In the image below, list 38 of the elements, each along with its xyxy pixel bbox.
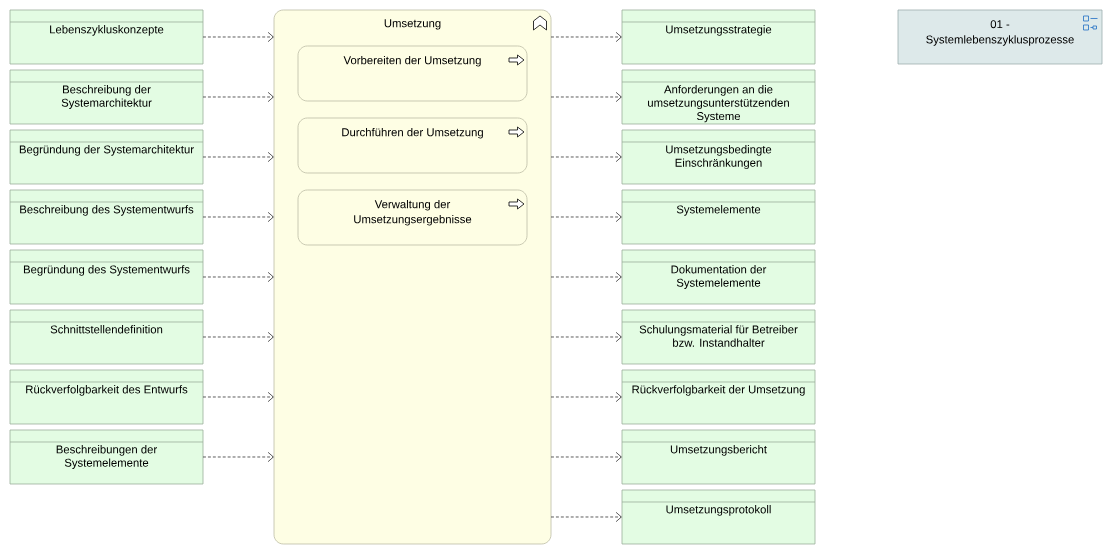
object-box: Schulungsmaterial für Betreiber bzw. Instandhalter	[621, 309, 816, 365]
process-box: Durchführen der Umsetzung	[297, 117, 528, 174]
object-box: Beschreibungen der Systemelemente	[9, 429, 204, 485]
arrow	[550, 511, 622, 523]
object-box: Lebenszykluskonzepte	[9, 9, 204, 65]
arrow	[202, 391, 274, 403]
arrow	[550, 331, 622, 343]
object-box: Beschreibung des Systementwurfs	[9, 189, 204, 245]
arrow	[550, 31, 622, 43]
arrow	[202, 271, 274, 283]
object-box: Beschreibung der Systemarchitektur	[9, 69, 204, 125]
object-box: Systemelemente	[621, 189, 816, 245]
arrow	[550, 271, 622, 283]
object-box: Umsetzungsbericht	[621, 429, 816, 485]
object-box: Umsetzungsbedingte Einschränkungen	[621, 129, 816, 185]
arrow	[202, 91, 274, 103]
object-box: Begründung des Systementwurfs	[9, 249, 204, 305]
object-box: Anforderungen an die umsetzungsunterstützenden Systeme	[621, 69, 816, 125]
object-box: Umsetzungsstrategie	[621, 9, 816, 65]
object-box: Rückverfolgbarkeit des Entwurfs	[9, 369, 204, 425]
process-box: Vorbereiten der Umsetzung	[297, 45, 528, 102]
arrow	[550, 451, 622, 463]
arrow	[550, 151, 622, 163]
process-box: Verwaltung der Umsetzungsergebnisse	[297, 189, 528, 246]
object-box: Schnittstellendefinition	[9, 309, 204, 365]
object-box: Umsetzungsprotokoll	[621, 489, 816, 545]
arrow	[202, 31, 274, 43]
arrow	[202, 211, 274, 223]
arrow	[550, 91, 622, 103]
object-box: Rückverfolgbarkeit der Umsetzung	[621, 369, 816, 425]
arrow	[550, 391, 622, 403]
reference-box: 01 - Systemlebenszyklusprozesse	[897, 9, 1103, 65]
arrow	[202, 451, 274, 463]
arrow	[202, 151, 274, 163]
object-box: Dokumentation der Systemelemente	[621, 249, 816, 305]
arrow	[550, 211, 622, 223]
arrow	[202, 331, 274, 343]
object-box: Begründung der Systemarchitektur	[9, 129, 204, 185]
